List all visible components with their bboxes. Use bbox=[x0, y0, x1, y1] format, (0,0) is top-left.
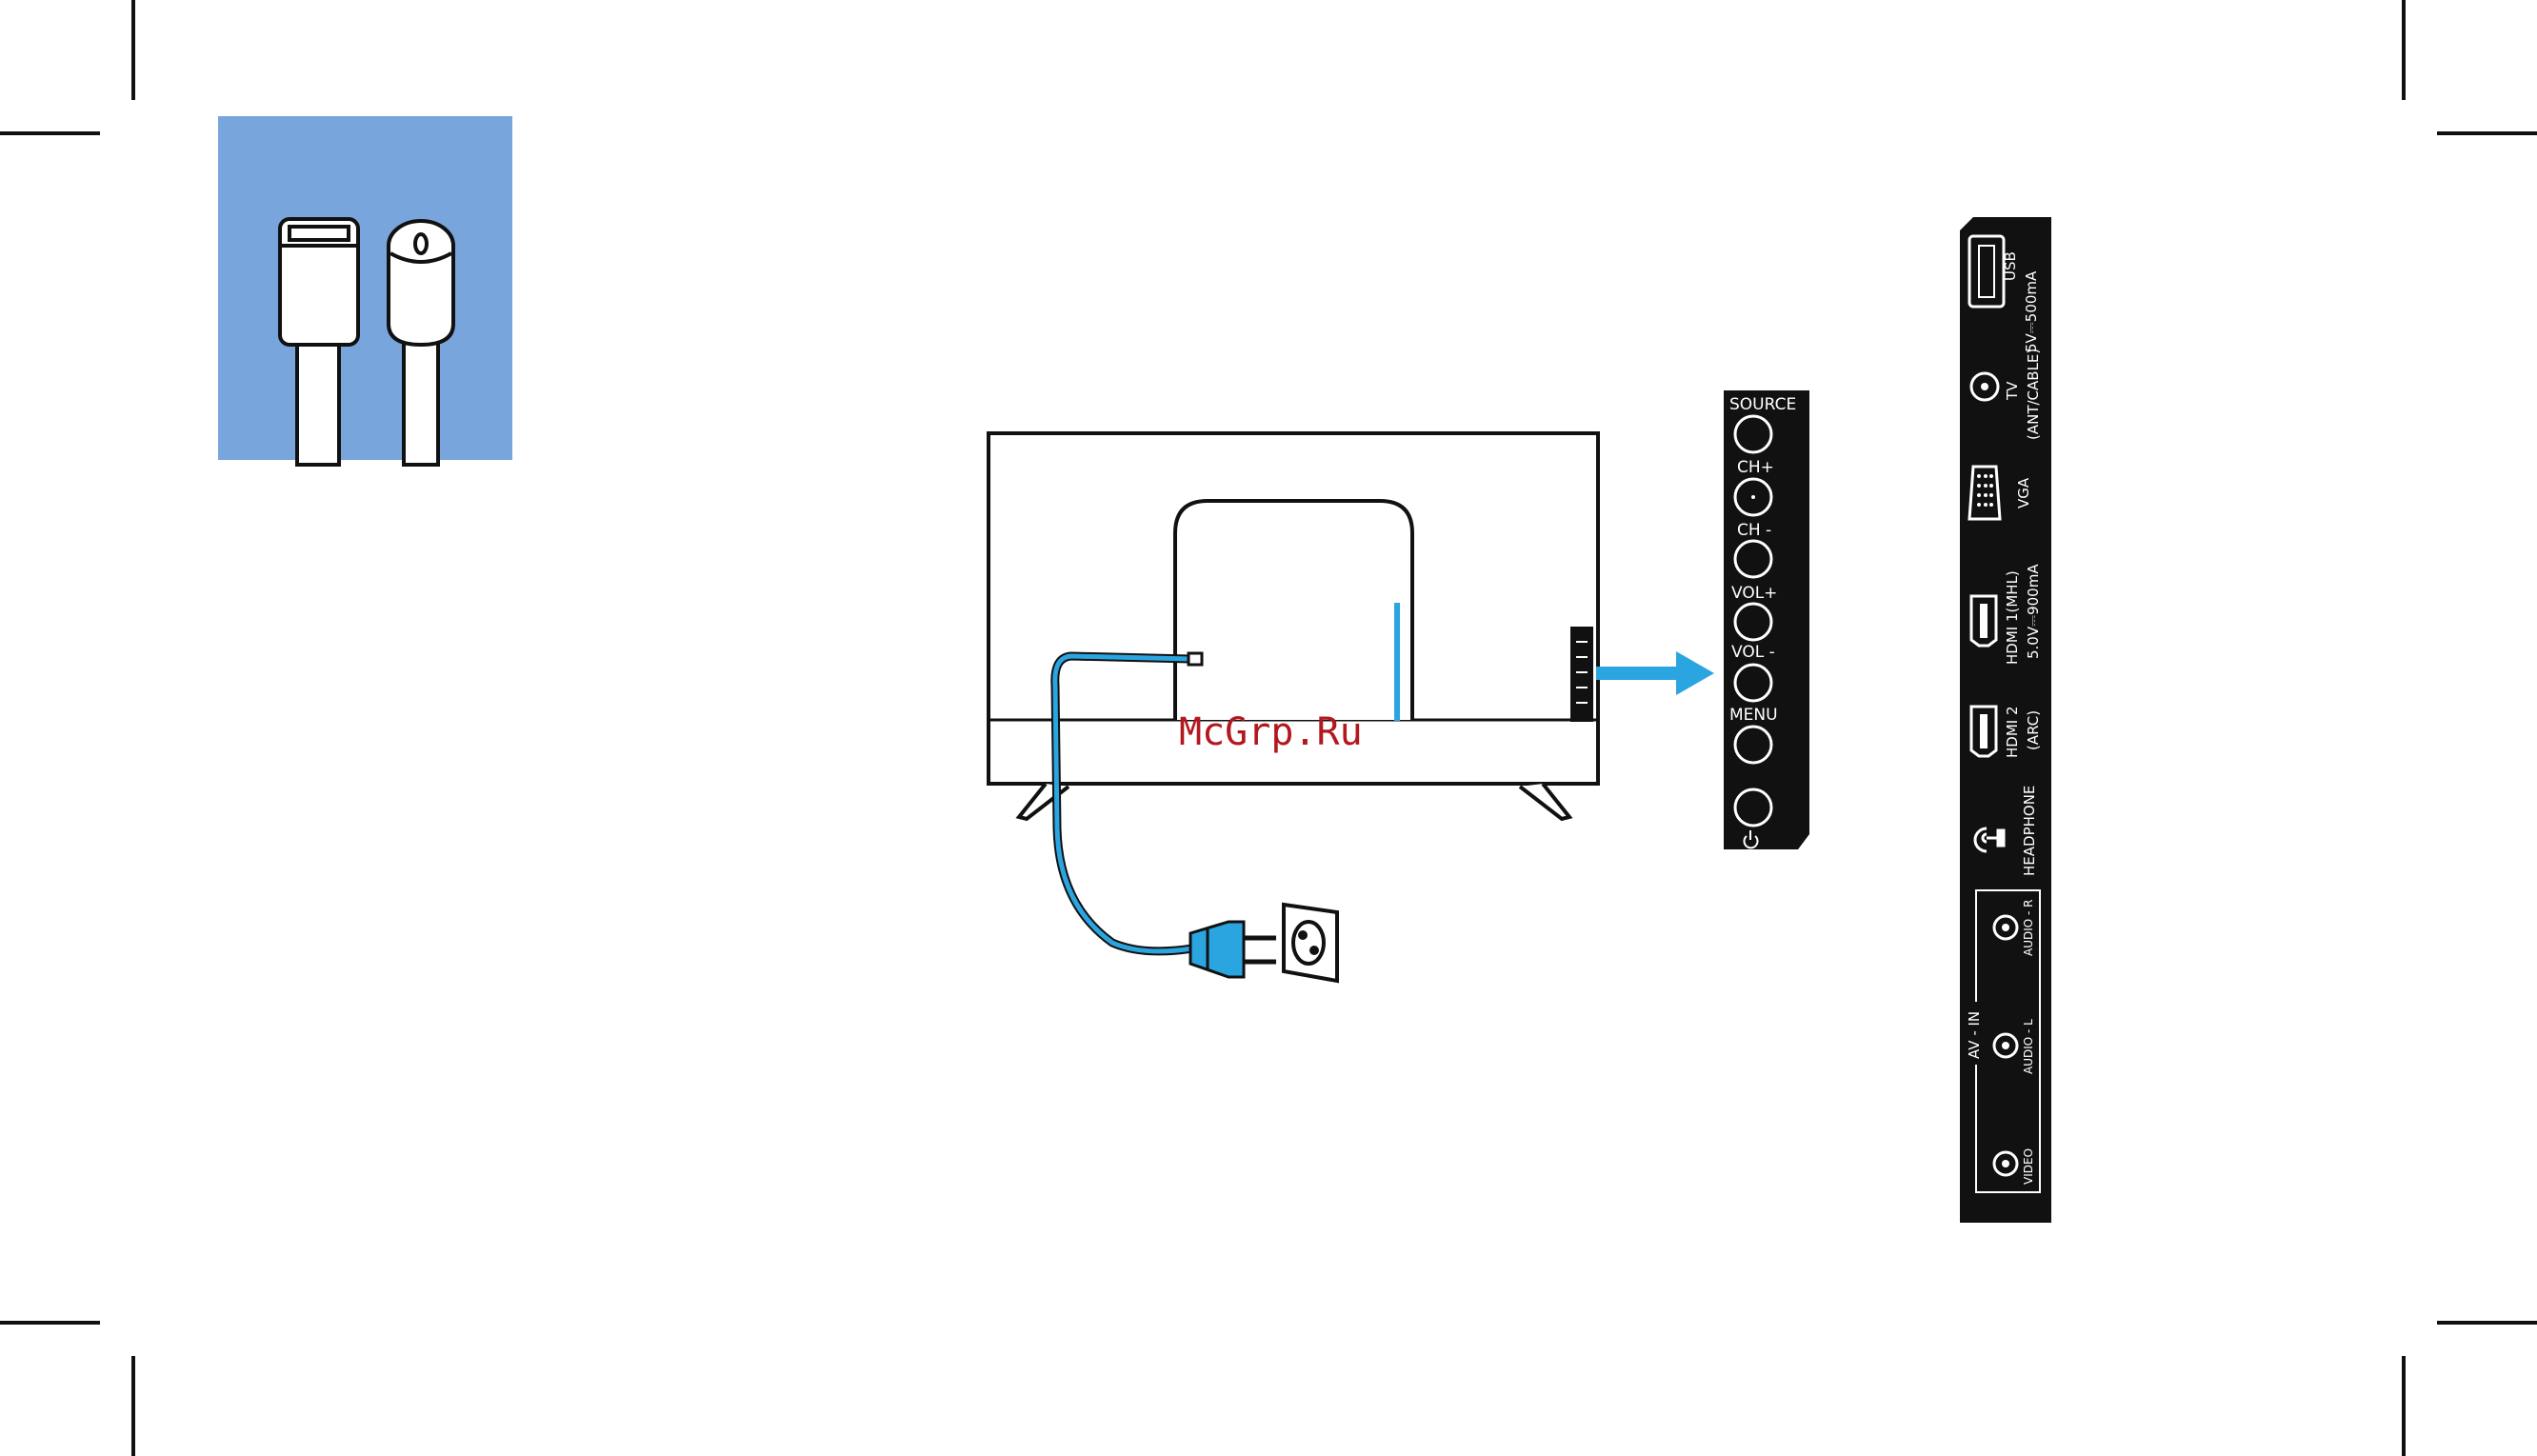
arrow-right-icon bbox=[1596, 651, 1714, 695]
watermark: McGrp.Ru bbox=[1179, 710, 1363, 754]
usb-spec: 5V⎓500mA bbox=[2023, 270, 2040, 352]
hdmi2-spec: (ARC) bbox=[2025, 710, 2042, 750]
side-key-panel: SOURCE CH+ CH - VOL+ VOL - MENU bbox=[1724, 390, 1809, 849]
tv-spec: (ANT/CABLE) bbox=[2025, 349, 2042, 440]
key-label-ch-minus: CH - bbox=[1737, 521, 1771, 540]
audio-l-label: AUDIO - L bbox=[2022, 1019, 2035, 1074]
key-label-ch-plus: CH+ bbox=[1737, 458, 1774, 477]
rear-connector-strip: USB 5V⎓500mA TV (ANT/CABLE) VGA HDMI 1(M… bbox=[1960, 217, 2051, 1223]
tv-rear-view bbox=[989, 433, 1598, 819]
wall-socket-icon bbox=[1284, 905, 1337, 981]
connector-panel bbox=[218, 116, 512, 465]
hdmi1-label: HDMI 1(MHL) bbox=[2004, 570, 2021, 665]
key-label-vol-plus: VOL+ bbox=[1731, 584, 1777, 603]
key-label-source: SOURCE bbox=[1729, 395, 1796, 414]
key-label-vol-minus: VOL - bbox=[1731, 643, 1775, 662]
usb-label: USB bbox=[2002, 251, 2019, 281]
vga-label: VGA bbox=[2015, 477, 2032, 509]
headphone-label: HEADPHONE bbox=[2021, 786, 2038, 876]
key-label-menu: MENU bbox=[1729, 706, 1778, 725]
hdmi2-label: HDMI 2 bbox=[2004, 706, 2021, 758]
hdmi1-spec: 5.0V⎓900mA bbox=[2025, 564, 2042, 659]
power-plug-icon bbox=[1190, 922, 1276, 977]
av-in-label: AV - IN bbox=[1966, 1011, 1983, 1059]
tv-label: TV bbox=[2004, 381, 2021, 401]
audio-r-label: AUDIO - R bbox=[2022, 899, 2035, 956]
video-label: VIDEO bbox=[2022, 1148, 2035, 1185]
